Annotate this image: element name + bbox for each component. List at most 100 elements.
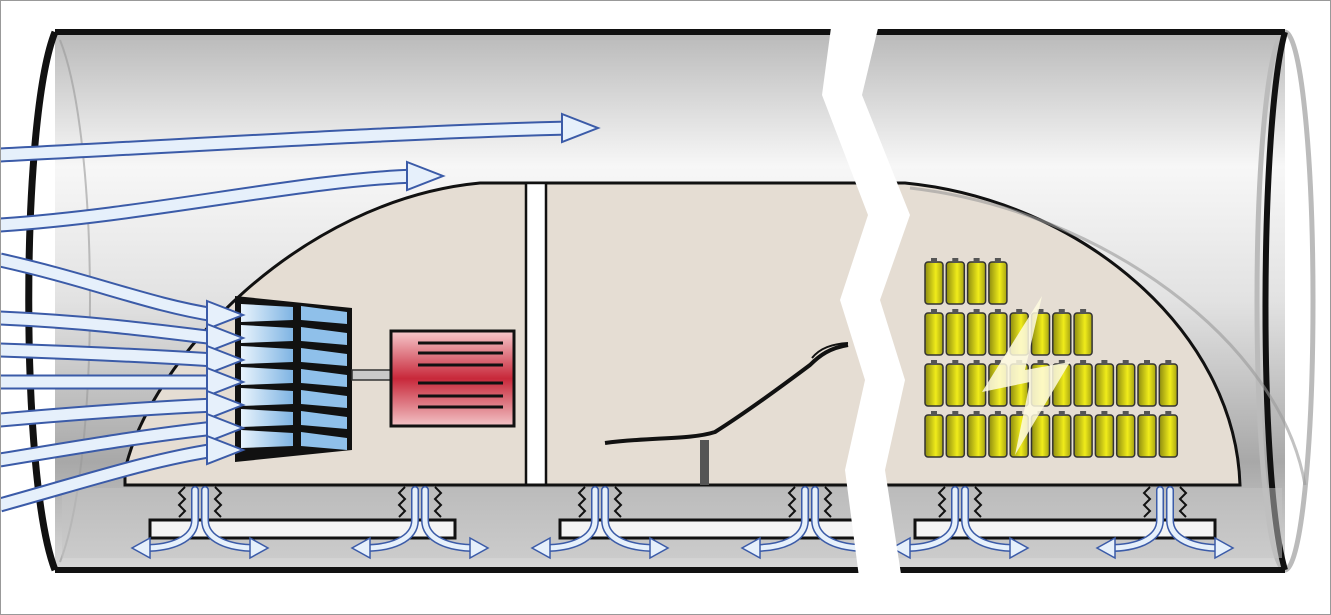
battery-terminal: [931, 411, 937, 416]
battery-terminal: [994, 411, 1001, 416]
air-jet-arrowhead: [1009, 536, 1030, 560]
air-flow-arrowhead: [406, 160, 446, 192]
battery-cell: [1052, 312, 1072, 356]
battery-cell: [1137, 363, 1157, 407]
battery-terminal: [1037, 411, 1044, 416]
seat-shape: [604, 343, 849, 445]
seat-post: [700, 440, 709, 485]
compressor-blade-rear: [301, 432, 347, 450]
compressor-blade-front: [241, 367, 293, 385]
battery-terminal: [1165, 360, 1172, 365]
battery-terminal: [973, 360, 980, 365]
air-flow-arrow: [0, 399, 216, 426]
battery-terminal: [931, 309, 937, 314]
lightning-bolt-icon: [982, 296, 1070, 455]
air-jet-arrow: [542, 487, 598, 551]
tube-left-rim: [25, 30, 59, 572]
battery-cell: [1073, 414, 1093, 458]
air-flow-arrowhead: [206, 322, 246, 354]
battery-cell: [1073, 363, 1093, 407]
bearing-spring: [937, 486, 983, 518]
battery-terminal: [952, 258, 959, 263]
air-jet-arrowhead: [249, 536, 270, 560]
battery-terminal: [1080, 411, 1087, 416]
compressor-blade-rear: [301, 369, 347, 387]
air-flow-arrow: [0, 444, 216, 511]
air-flow-arrowhead: [561, 112, 601, 144]
compressor-blade-front: [241, 409, 293, 427]
battery-terminal: [1144, 360, 1150, 365]
battery-cell: [1158, 414, 1179, 458]
battery-cell: [1115, 363, 1136, 407]
battery-cell: [924, 363, 944, 407]
battery-terminal: [1058, 360, 1065, 365]
bearing-spring: [177, 486, 223, 518]
bearing-spring: [787, 486, 833, 518]
battery-terminal: [1101, 360, 1108, 365]
battery-cell: [1094, 363, 1115, 407]
battery-terminal: [1144, 411, 1150, 416]
battery-terminal: [994, 309, 1001, 314]
compressor-blade-rear: [301, 390, 347, 408]
air-jet-arrow: [962, 487, 1018, 551]
air-jet-arrow: [1167, 487, 1223, 551]
air-flow-arrow: [0, 422, 216, 466]
battery-cell: [966, 312, 987, 356]
battery-cell: [924, 261, 944, 305]
seat-headrest: [811, 342, 849, 359]
compressor-blade-front: [241, 304, 293, 322]
battery-terminal: [1122, 360, 1129, 365]
compressor-blade-rear: [301, 306, 347, 324]
battery-cell: [1094, 414, 1115, 458]
air-flow-arrowhead: [206, 389, 246, 421]
battery-terminal: [1122, 411, 1129, 416]
capsule-nose-highlight: [909, 186, 1307, 486]
air-jet-arrow: [902, 487, 958, 551]
air-jet-arrowhead: [350, 536, 371, 560]
battery-cell: [1158, 363, 1179, 407]
battery-terminal: [994, 258, 1001, 263]
air-jet-arrowhead: [469, 536, 490, 560]
air-flow-arrowhead: [206, 299, 246, 331]
air-flow-arrow: [0, 344, 216, 366]
battery-terminal: [973, 258, 980, 263]
battery-cell: [924, 312, 944, 356]
motor: [389, 329, 516, 428]
battery-cell: [966, 261, 987, 305]
battery-cell: [988, 312, 1008, 356]
battery-terminal: [931, 258, 937, 263]
battery-terminal: [1058, 411, 1065, 416]
air-flow-arrowhead: [206, 366, 246, 398]
air-flow-arrow: [0, 254, 216, 321]
air-jet-arrow: [602, 487, 658, 551]
battery-cell: [1115, 414, 1136, 458]
compressor-blade-rear: [301, 411, 347, 429]
air-bearings: [62, 486, 1282, 560]
battery-cell: [1073, 312, 1093, 356]
battery-cell: [945, 312, 966, 356]
battery-cell: [988, 261, 1008, 305]
battery-cell: [924, 414, 944, 458]
battery-terminal: [1080, 309, 1087, 314]
compressor-blade-front: [241, 388, 293, 406]
air-jet-arrowhead: [530, 536, 551, 560]
passenger-seat: [604, 342, 849, 485]
compressor-blade-rear: [301, 348, 347, 366]
air-flow-arrow: [0, 312, 216, 344]
tube-break-gap: [822, 20, 910, 600]
compressor: [235, 296, 352, 462]
battery-terminal: [1016, 411, 1023, 416]
bearing-spring: [1142, 486, 1188, 518]
battery-cell: [1052, 414, 1072, 458]
air-jet-arrow: [1107, 487, 1163, 551]
bearing-spring: [397, 486, 443, 518]
air-jet-arrow: [362, 487, 418, 551]
battery-terminal: [952, 411, 959, 416]
battery-cell: [966, 363, 987, 407]
air-intake-flow: [0, 112, 601, 513]
battery-terminal: [1101, 411, 1108, 416]
air-jet-arrow: [202, 487, 258, 551]
motor-shaft: [351, 369, 393, 381]
air-jet-arrowhead: [130, 536, 151, 560]
